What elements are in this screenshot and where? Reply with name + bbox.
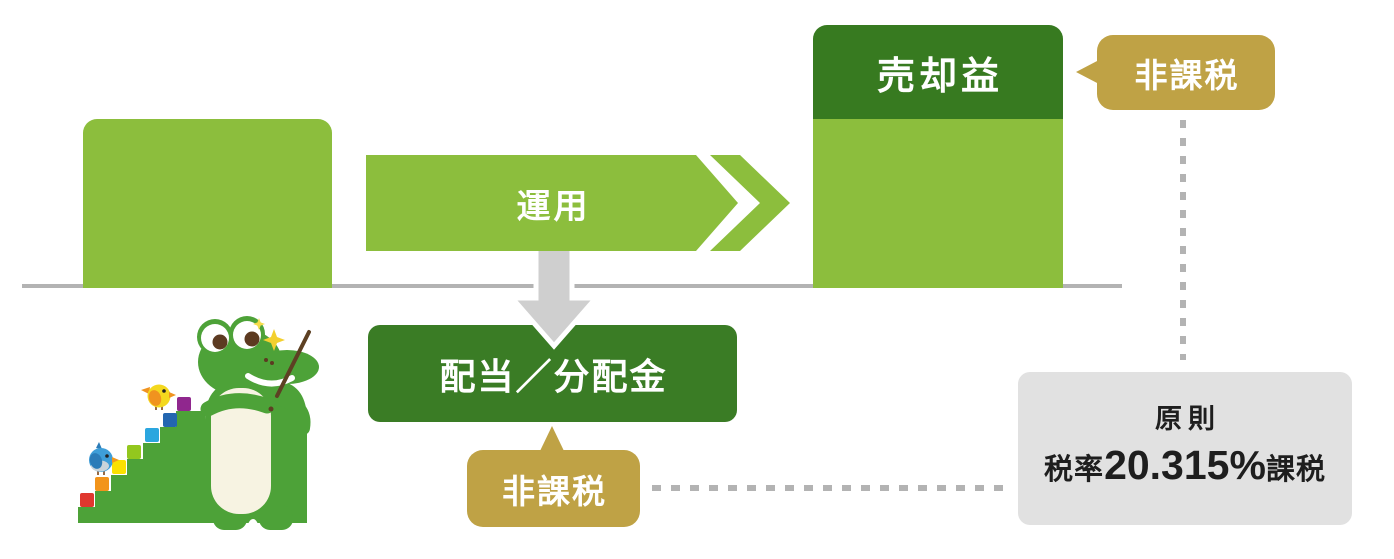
blue-bird-icon: [89, 442, 119, 475]
tax-rate-prefix: 税率: [1044, 454, 1105, 487]
bubble-tail-left: [1076, 60, 1099, 84]
vertical-dashed-connector: [1180, 120, 1186, 360]
bubble-tail-up: [540, 426, 564, 451]
tax-rate-suffix: 課税: [1265, 454, 1326, 487]
crocodile-mascot-icon: [55, 310, 325, 550]
operation-label: 運用: [516, 187, 591, 226]
tax-free-top-label: 非課税: [1134, 56, 1240, 94]
tax-free-bottom-label: 非課税: [502, 472, 607, 510]
dividend-label: 配当／分配金: [439, 355, 668, 397]
tax-rate-value: 20.315: [1104, 442, 1230, 489]
yellow-bird-icon: [141, 384, 176, 410]
capital-gain-header: 売却益: [813, 25, 1063, 119]
principal-block: [83, 119, 332, 288]
down-arrow-icon: [502, 243, 606, 350]
tax-rate-percent: %: [1229, 442, 1266, 489]
result-block-body: [813, 119, 1063, 288]
tax-free-bubble-bottom: 非課税: [467, 426, 640, 527]
taxation-note-line1: 原則: [1155, 404, 1221, 435]
result-block: 売却益: [813, 25, 1063, 288]
horizontal-dashed-connector: [652, 485, 1012, 491]
flow-arrow-icon: [366, 155, 792, 251]
capital-gain-label: 売却益: [876, 55, 1003, 98]
tax-free-bubble-top: 非課税: [1076, 35, 1275, 110]
dividend-box: 配当／分配金: [368, 325, 737, 422]
